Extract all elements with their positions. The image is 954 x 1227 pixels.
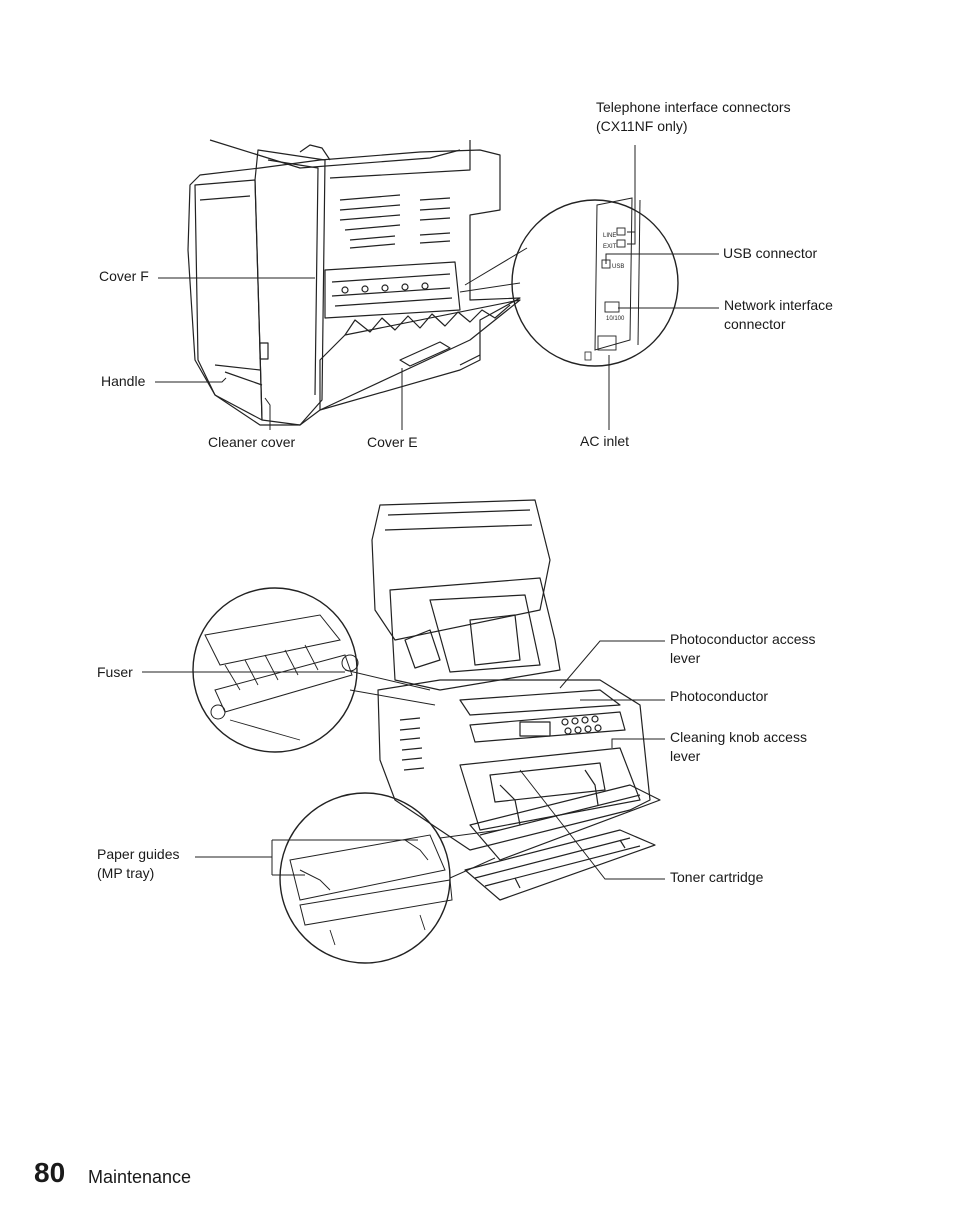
- paper-guides-label-line1: Paper guides: [97, 846, 180, 862]
- port-line-marking: LINE: [603, 233, 616, 239]
- photoconductor-lever-label-line1: Photoconductor access: [670, 631, 816, 647]
- telephone-connectors-label-line2: (CX11NF only): [596, 118, 688, 134]
- network-connector-label: Network interface connector: [724, 296, 833, 334]
- cleaning-knob-lever-label: Cleaning knob access lever: [670, 728, 807, 766]
- page-number: 80: [34, 1157, 66, 1188]
- network-connector-label-line2: connector: [724, 316, 786, 332]
- fuser-label: Fuser: [97, 664, 133, 680]
- toner-cartridge-label: Toner cartridge: [670, 869, 764, 885]
- paper-guides-label-line2: (MP tray): [97, 865, 155, 881]
- cover-f-label: Cover F: [99, 268, 149, 284]
- photoconductor-label: Photoconductor: [670, 688, 769, 704]
- port-network-marking: 10/100: [606, 316, 625, 322]
- photoconductor-lever-label: Photoconductor access lever: [670, 630, 816, 668]
- handle-label: Handle: [101, 373, 146, 389]
- section-title: Maintenance: [88, 1167, 192, 1187]
- cover-e-label: Cover E: [367, 434, 418, 450]
- telephone-connectors-label: Telephone interface connectors (CX11NF o…: [596, 98, 791, 136]
- photoconductor-lever-label-line2: lever: [670, 650, 701, 666]
- paper-guides-label: Paper guides (MP tray): [97, 845, 180, 883]
- telephone-connectors-label-line1: Telephone interface connectors: [596, 99, 791, 115]
- ac-inlet-label: AC inlet: [580, 433, 630, 449]
- usb-connector-label: USB connector: [723, 245, 818, 261]
- cleaning-knob-lever-label-line2: lever: [670, 748, 701, 764]
- network-connector-label-line1: Network interface: [724, 297, 833, 313]
- cleaner-cover-label: Cleaner cover: [208, 434, 296, 450]
- port-usb-marking: USB: [612, 264, 624, 270]
- port-exit-marking: EXIT: [603, 244, 617, 250]
- cleaning-knob-lever-label-line1: Cleaning knob access: [670, 729, 807, 745]
